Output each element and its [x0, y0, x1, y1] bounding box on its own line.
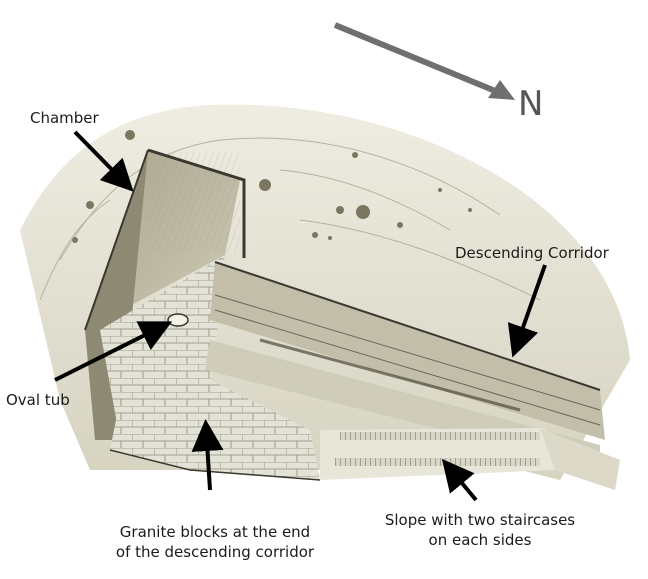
staircase-slope	[320, 428, 620, 490]
descending-corridor-label: Descending Corridor	[455, 244, 609, 262]
chamber-label: Chamber	[30, 109, 99, 127]
slope-label-line1: Slope with two staircases	[384, 511, 576, 529]
oval-tub-label: Oval tub	[6, 391, 70, 409]
granite-label-line2: of the descending corridor	[115, 543, 315, 561]
pointer-arrows	[54, 130, 547, 502]
chamber-pit	[84, 148, 246, 440]
slope-label-line2: on each sides	[428, 531, 532, 549]
staircase-slope-label: Slope with two staircases on each sides	[360, 510, 600, 550]
granite-blocks-label: Granite blocks at the end of the descend…	[85, 522, 345, 562]
north-label: N	[518, 84, 544, 124]
granite-label-line1: Granite blocks at the end	[119, 523, 311, 541]
debris-stones	[72, 130, 472, 243]
north-arrow	[333, 22, 515, 100]
